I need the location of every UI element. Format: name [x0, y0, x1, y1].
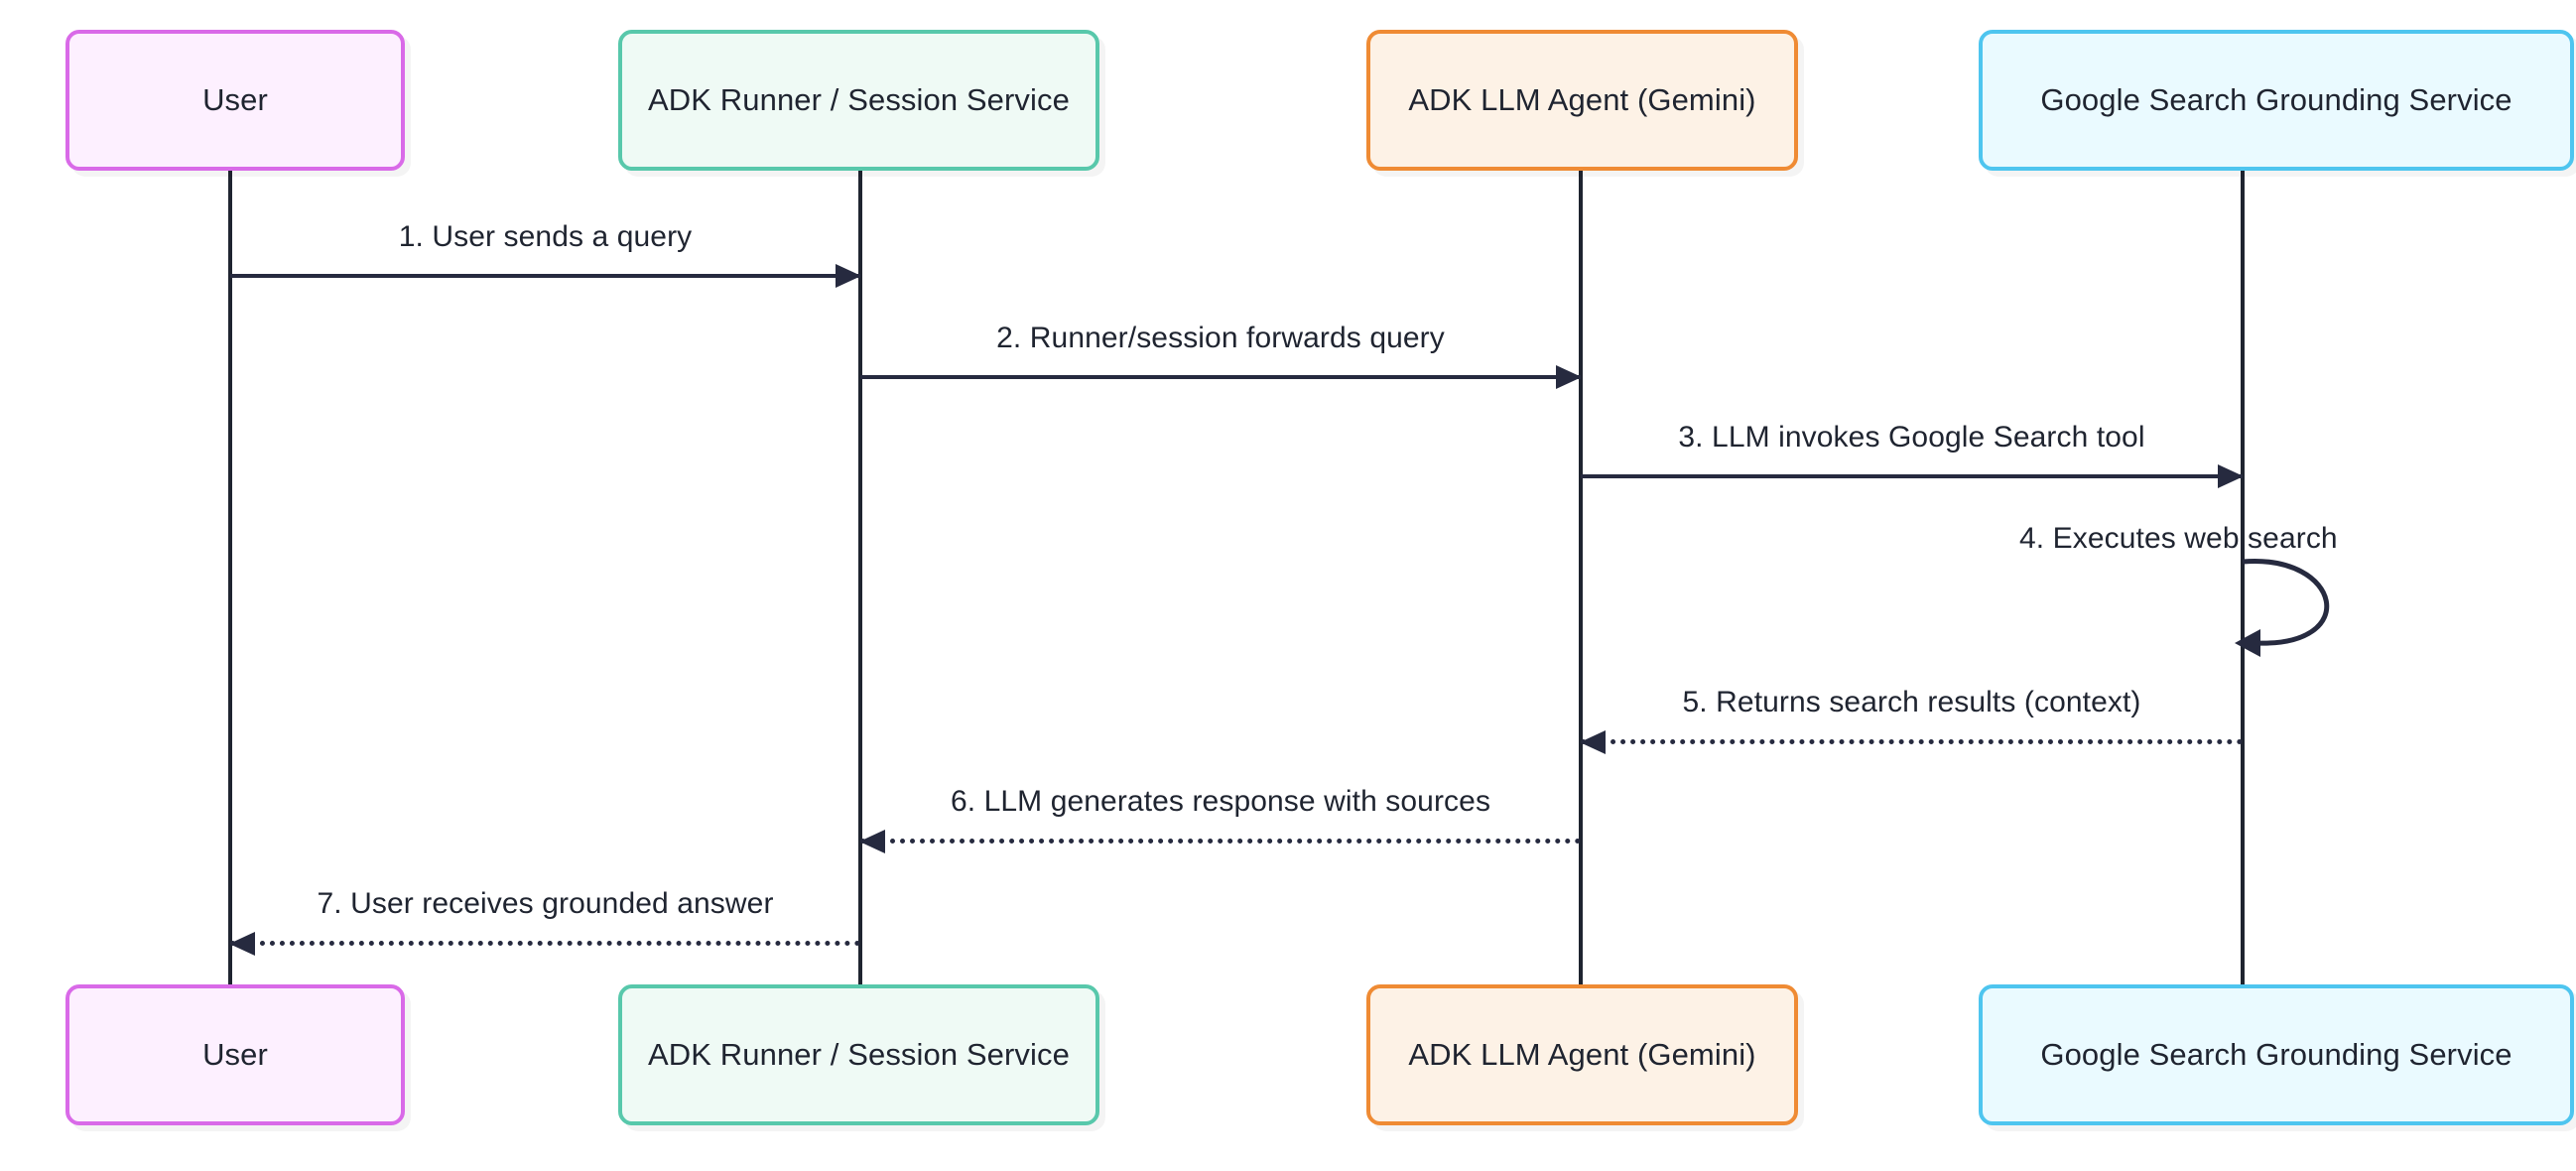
lifeline-grounding	[2241, 167, 2245, 986]
arrowhead-left-icon	[859, 830, 885, 853]
participant-label: ADK Runner / Session Service	[648, 82, 1070, 118]
participant-label: Google Search Grounding Service	[2040, 82, 2512, 118]
message-label-5: 5. Returns search results (context)	[1682, 686, 2141, 718]
participant-label: ADK LLM Agent (Gemini)	[1408, 82, 1756, 118]
message-label-7: 7. User receives grounded answer	[317, 887, 774, 920]
message-arrow-7	[229, 932, 860, 956]
message-label-3: 3. LLM invokes Google Search tool	[1678, 421, 2145, 454]
message-arrow-3	[1581, 464, 2244, 488]
participant-user-bottom[interactable]: User	[65, 984, 405, 1125]
participant-grounding-top[interactable]: Google Search Grounding Service	[1979, 30, 2574, 171]
message-arrow-6	[859, 830, 1581, 853]
message-label-4: 4. Executes web search	[2019, 522, 2338, 555]
message-arrow-5	[1580, 730, 2243, 754]
lifeline-user	[228, 171, 232, 986]
arrowhead-right-icon	[836, 264, 861, 288]
arrowhead-left-icon	[229, 932, 255, 956]
message-label-6: 6. LLM generates response with sources	[950, 785, 1491, 818]
lifeline-runner	[858, 167, 862, 986]
participant-label: User	[202, 1037, 268, 1073]
participant-label: ADK LLM Agent (Gemini)	[1408, 1037, 1756, 1073]
arrowhead-left-icon	[1580, 730, 1606, 754]
participant-label: ADK Runner / Session Service	[648, 1037, 1070, 1073]
participant-runner-top[interactable]: ADK Runner / Session Service	[618, 30, 1099, 171]
participant-runner-bottom[interactable]: ADK Runner / Session Service	[618, 984, 1099, 1125]
participant-label: Google Search Grounding Service	[2040, 1037, 2512, 1073]
participant-label: User	[202, 82, 268, 118]
message-label-1: 1. User sends a query	[398, 220, 693, 253]
lifeline-agent	[1579, 167, 1583, 986]
arrowhead-right-icon	[1556, 365, 1582, 389]
message-selfloop-4	[2233, 552, 2411, 661]
participant-agent-bottom[interactable]: ADK LLM Agent (Gemini)	[1366, 984, 1798, 1125]
participant-grounding-bottom[interactable]: Google Search Grounding Service	[1979, 984, 2574, 1125]
message-arrow-1	[230, 264, 861, 288]
participant-agent-top[interactable]: ADK LLM Agent (Gemini)	[1366, 30, 1798, 171]
arrowhead-right-icon	[2218, 464, 2244, 488]
participant-user-top[interactable]: User	[65, 30, 405, 171]
message-arrow-2	[860, 365, 1582, 389]
message-label-2: 2. Runner/session forwards query	[996, 322, 1445, 354]
